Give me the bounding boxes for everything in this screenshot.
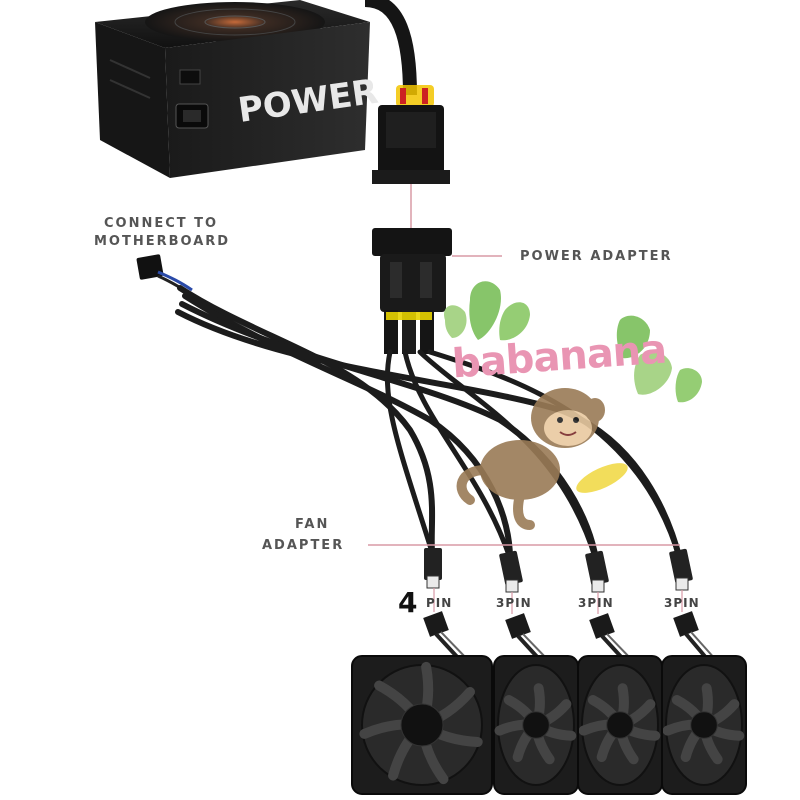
fan-adapter-plug-3 bbox=[585, 550, 609, 592]
fan-pigtails bbox=[423, 611, 716, 660]
cooling-fan-2 bbox=[494, 656, 578, 794]
fan-leader-lines bbox=[434, 588, 682, 614]
cooling-fan-1 bbox=[352, 656, 492, 794]
power-adapter-label: POWER ADAPTER bbox=[520, 249, 673, 264]
fan-3-pin-label: 3PIN bbox=[578, 596, 614, 610]
fan-1-pin-number: 4 bbox=[398, 586, 417, 619]
adapter-wire-bundle bbox=[384, 310, 434, 354]
psu-molex-connector bbox=[372, 105, 450, 184]
fan-adapter-plug-1 bbox=[424, 548, 442, 588]
motherboard-label-line1: CONNECT TO bbox=[104, 216, 218, 231]
fan-adapter-plug-4 bbox=[669, 548, 693, 590]
fan-adapter-plugs bbox=[424, 548, 693, 592]
fan-1-pin-label: PIN bbox=[426, 596, 452, 610]
power-switch-icon bbox=[180, 70, 200, 84]
fan-adapter-label-line2: ADAPTER bbox=[262, 538, 344, 553]
fan-stack bbox=[352, 656, 746, 794]
banana-icon bbox=[572, 457, 631, 499]
fan-2-pin-label: 3PIN bbox=[496, 596, 532, 610]
cooling-fan-3 bbox=[578, 656, 662, 794]
fan-adapter-label-line1: FAN bbox=[295, 517, 329, 532]
fan-4-pin-label: 3PIN bbox=[664, 596, 700, 610]
motherboard-label-line2: MOTHERBOARD bbox=[94, 234, 230, 249]
power-adapter-connector bbox=[372, 228, 452, 312]
cooling-fan-4 bbox=[662, 656, 746, 794]
fan-adapter-plug-2 bbox=[499, 550, 523, 592]
